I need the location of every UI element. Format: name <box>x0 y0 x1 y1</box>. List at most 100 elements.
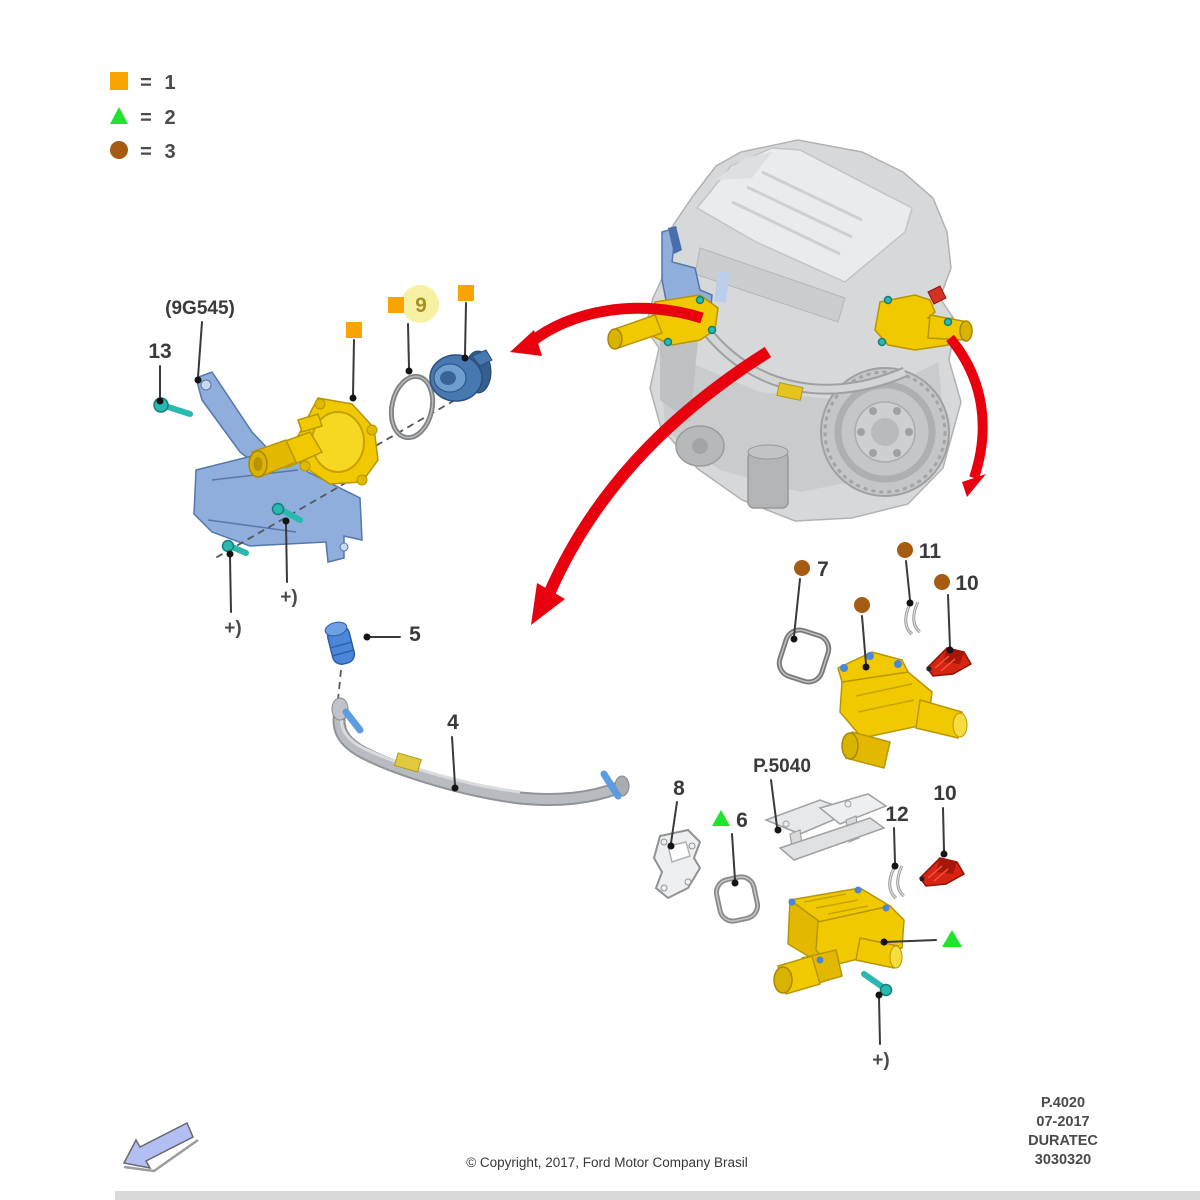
callout-housing-upper-marker[interactable] <box>854 597 870 671</box>
thermostat-housing-upper <box>837 651 968 769</box>
brown-circle-marker <box>854 597 870 613</box>
orange-square-marker <box>110 72 128 90</box>
green-triangle-marker <box>942 930 962 947</box>
group-label: (9G545) <box>165 298 235 319</box>
engine-pale-blue-part <box>713 271 731 303</box>
brown-circle-marker <box>897 542 913 558</box>
copyright-text: © Copyright, 2017, Ford Motor Company Br… <box>466 1155 748 1170</box>
highlight-circle <box>401 285 439 323</box>
thermostat <box>429 349 493 402</box>
red-arrow-right <box>946 334 988 480</box>
callout-9[interactable]: 9 <box>388 285 439 375</box>
callout-5[interactable]: 5 <box>363 623 422 646</box>
cylinder-head-band <box>694 247 846 323</box>
flywheel-teeth <box>823 370 947 494</box>
part-number-8: 8 <box>673 777 685 800</box>
ref-label-p5040: P.5040 <box>753 756 811 777</box>
page-bottom-edge <box>115 1191 1200 1200</box>
pipe-label-tag <box>393 752 422 773</box>
drawing-plate-info: P.4020 07-2017 DURATEC 3030320 <box>1028 1095 1098 1168</box>
callout-10-lower[interactable]: 10 <box>933 782 957 858</box>
red-arrow-right-head <box>962 474 986 497</box>
part-number-10-upper: 10 <box>955 572 978 595</box>
bracket-bolt-a <box>271 502 303 523</box>
plate-date: 07-2017 <box>1036 1114 1089 1130</box>
callout-12[interactable]: 12 <box>885 803 909 870</box>
part-number-11: 11 <box>919 540 942 563</box>
red-arrow-middle <box>543 346 772 597</box>
plate-engine-name: DURATEC <box>1028 1133 1098 1149</box>
part-8-bracket-plate <box>652 828 702 900</box>
part-12-clip <box>888 864 906 900</box>
callout-p5040[interactable]: P.5040 <box>753 756 811 834</box>
callout-6[interactable]: 6 <box>712 809 748 887</box>
callout-8[interactable]: 8 <box>667 777 686 850</box>
engine-right-yellow-housing <box>874 285 973 351</box>
oil-filter-cap <box>747 444 789 460</box>
part-number-13: 13 <box>148 340 171 363</box>
plate-number: P.4020 <box>1041 1095 1085 1111</box>
flywheel-hub <box>871 418 899 446</box>
callout-9g545-group[interactable]: (9G545) <box>165 298 235 384</box>
part-10-sensor-lower <box>918 857 965 887</box>
plus-label-c: +) <box>872 1050 889 1071</box>
valve-cover-cap <box>715 152 772 180</box>
callout-10-upper[interactable]: 10 <box>934 572 979 654</box>
water-outlet-housing-lower <box>773 886 905 995</box>
pipe-clamp-right <box>600 770 622 800</box>
callout-plus-b[interactable]: +) <box>280 517 298 609</box>
part-number-6: 6 <box>736 809 748 832</box>
housing-bolt <box>861 971 893 997</box>
part-number-12: 12 <box>885 803 908 826</box>
hose-tag <box>776 382 804 401</box>
brown-circle-marker <box>110 141 128 159</box>
part-4-coolant-pipe <box>331 697 630 807</box>
legend-eq-1: = <box>140 72 152 94</box>
nav-back-arrow[interactable] <box>122 1121 199 1173</box>
plate-code: 3030320 <box>1035 1152 1091 1168</box>
plug-dash-line <box>337 669 342 701</box>
callout-plus-c[interactable]: +) <box>872 991 890 1072</box>
part-number-4: 4 <box>447 711 459 734</box>
crank-pulley-hub <box>692 438 708 454</box>
part-5-plug <box>324 621 356 665</box>
callout-4[interactable]: 4 <box>447 711 459 792</box>
legend-value-3: 3 <box>164 141 175 163</box>
part-number-7: 7 <box>817 558 829 581</box>
back-arrow-icon <box>122 1121 194 1170</box>
part-11-clip <box>904 600 922 636</box>
red-arrow-middle-head <box>531 583 565 625</box>
callout-plus-a[interactable]: +) <box>224 550 242 640</box>
green-triangle-marker <box>110 107 128 124</box>
callout-pump-marker[interactable] <box>346 322 362 402</box>
red-direction-arrows <box>510 302 988 625</box>
part-number-10-lower: 10 <box>933 782 956 805</box>
plus-label-a: +) <box>224 618 241 639</box>
brown-circle-marker <box>934 574 950 590</box>
callout-thermostat-marker[interactable] <box>458 285 474 362</box>
engine-illustration <box>607 139 973 522</box>
callout-11[interactable]: 11 <box>897 540 941 607</box>
red-arrow-left <box>526 302 704 348</box>
callout-7[interactable]: 7 <box>790 558 829 643</box>
engine-blue-rod <box>668 226 682 254</box>
callout-housing-lower-marker[interactable] <box>880 930 963 947</box>
valve-cover-ribs <box>731 170 863 256</box>
water-pump <box>248 397 379 486</box>
pump-gasket-ring <box>388 373 436 441</box>
p5040-bracket-assembly <box>763 793 888 861</box>
oil-filter <box>747 451 789 509</box>
legend: = 1 = 2 = 3 <box>110 72 176 163</box>
orange-square-marker <box>346 322 362 338</box>
part-number-9: 9 <box>415 294 427 317</box>
pipe-clamp-left <box>342 708 364 734</box>
part-7-gasket <box>776 627 832 685</box>
flywheel-bolts <box>857 407 913 457</box>
plus-label-b: +) <box>280 587 297 608</box>
assembly-dash-line-1 <box>371 399 456 449</box>
legend-value-2: 2 <box>164 107 175 129</box>
part-number-5: 5 <box>409 623 421 646</box>
brown-circle-marker <box>794 560 810 576</box>
callout-13[interactable]: 13 <box>148 340 172 405</box>
